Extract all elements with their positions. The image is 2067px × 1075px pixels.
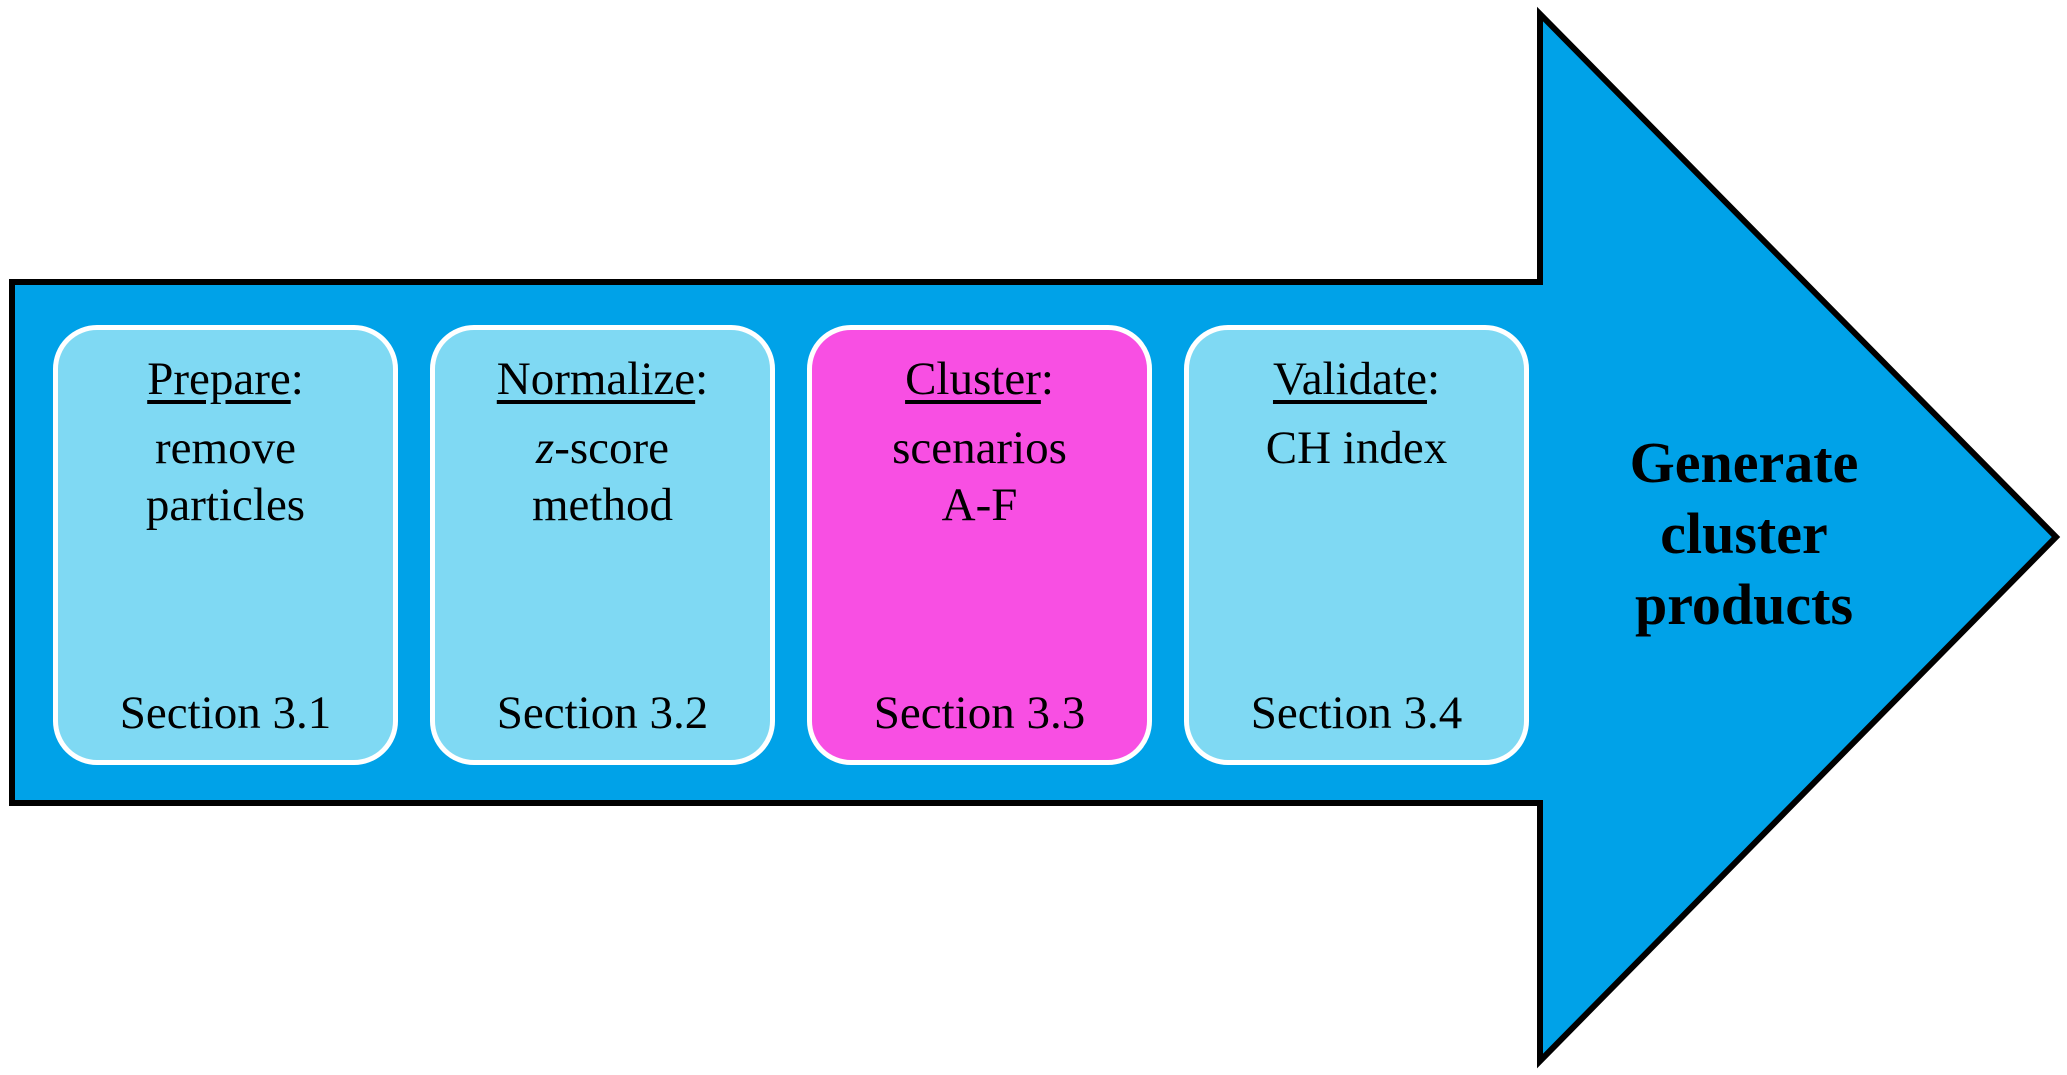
step-body-line1: scenarios bbox=[892, 420, 1067, 477]
step-body-line2: A-F bbox=[941, 479, 1018, 532]
step-title-word: Validate bbox=[1272, 353, 1427, 405]
step-section-cluster: Section 3.3 bbox=[873, 687, 1086, 740]
steps-row: Prepare: remove particles Section 3.1 No… bbox=[53, 325, 1529, 765]
step-body-italic: z bbox=[535, 422, 555, 475]
step-body-prepare: remove particles bbox=[146, 420, 305, 535]
step-box-prepare: Prepare: remove particles Section 3.1 bbox=[53, 325, 398, 765]
step-title-cluster: Cluster: bbox=[905, 352, 1054, 406]
step-body-normalize: z-score method bbox=[532, 420, 673, 535]
step-title-colon: : bbox=[695, 353, 709, 405]
arrow-label-line1: Generate bbox=[1629, 430, 1859, 495]
step-title-word: Cluster bbox=[905, 353, 1041, 405]
step-section-prepare: Section 3.1 bbox=[119, 687, 332, 740]
step-body-text: -score bbox=[554, 422, 670, 475]
step-box-cluster: Cluster: scenarios A-F Section 3.3 bbox=[807, 325, 1152, 765]
step-section-normalize: Section 3.2 bbox=[496, 687, 709, 740]
step-body-validate: CH index bbox=[1266, 420, 1447, 477]
step-body-line2: particles bbox=[145, 479, 306, 532]
step-title-word: Normalize bbox=[496, 353, 696, 405]
step-box-validate: Validate: CH index Section 3.4 bbox=[1184, 325, 1529, 765]
step-body-line1: remove bbox=[146, 420, 305, 477]
step-title-colon: : bbox=[1426, 353, 1441, 405]
arrow-label-line3: products bbox=[1634, 571, 1854, 637]
step-section-validate: Section 3.4 bbox=[1250, 687, 1463, 740]
arrow-label-line2: cluster bbox=[1660, 500, 1828, 566]
step-title-validate: Validate: bbox=[1273, 352, 1440, 406]
step-title-colon: : bbox=[1040, 353, 1054, 405]
step-body-line1: z-score bbox=[532, 420, 673, 477]
arrow-label: Generate cluster products bbox=[1548, 428, 1940, 640]
step-body-cluster: scenarios A-F bbox=[892, 420, 1067, 535]
step-body-text: remove bbox=[155, 422, 296, 475]
step-title-prepare: Prepare: bbox=[147, 352, 304, 406]
step-body-line1: CH index bbox=[1266, 420, 1447, 477]
step-title-colon: : bbox=[290, 353, 304, 405]
step-body-line2: method bbox=[532, 479, 673, 532]
step-body-text: CH index bbox=[1265, 422, 1448, 475]
step-body-text: scenarios bbox=[892, 422, 1067, 475]
step-title-word: Prepare bbox=[147, 353, 291, 405]
step-box-normalize: Normalize: z-score method Section 3.2 bbox=[430, 325, 775, 765]
step-title-normalize: Normalize: bbox=[497, 352, 708, 406]
